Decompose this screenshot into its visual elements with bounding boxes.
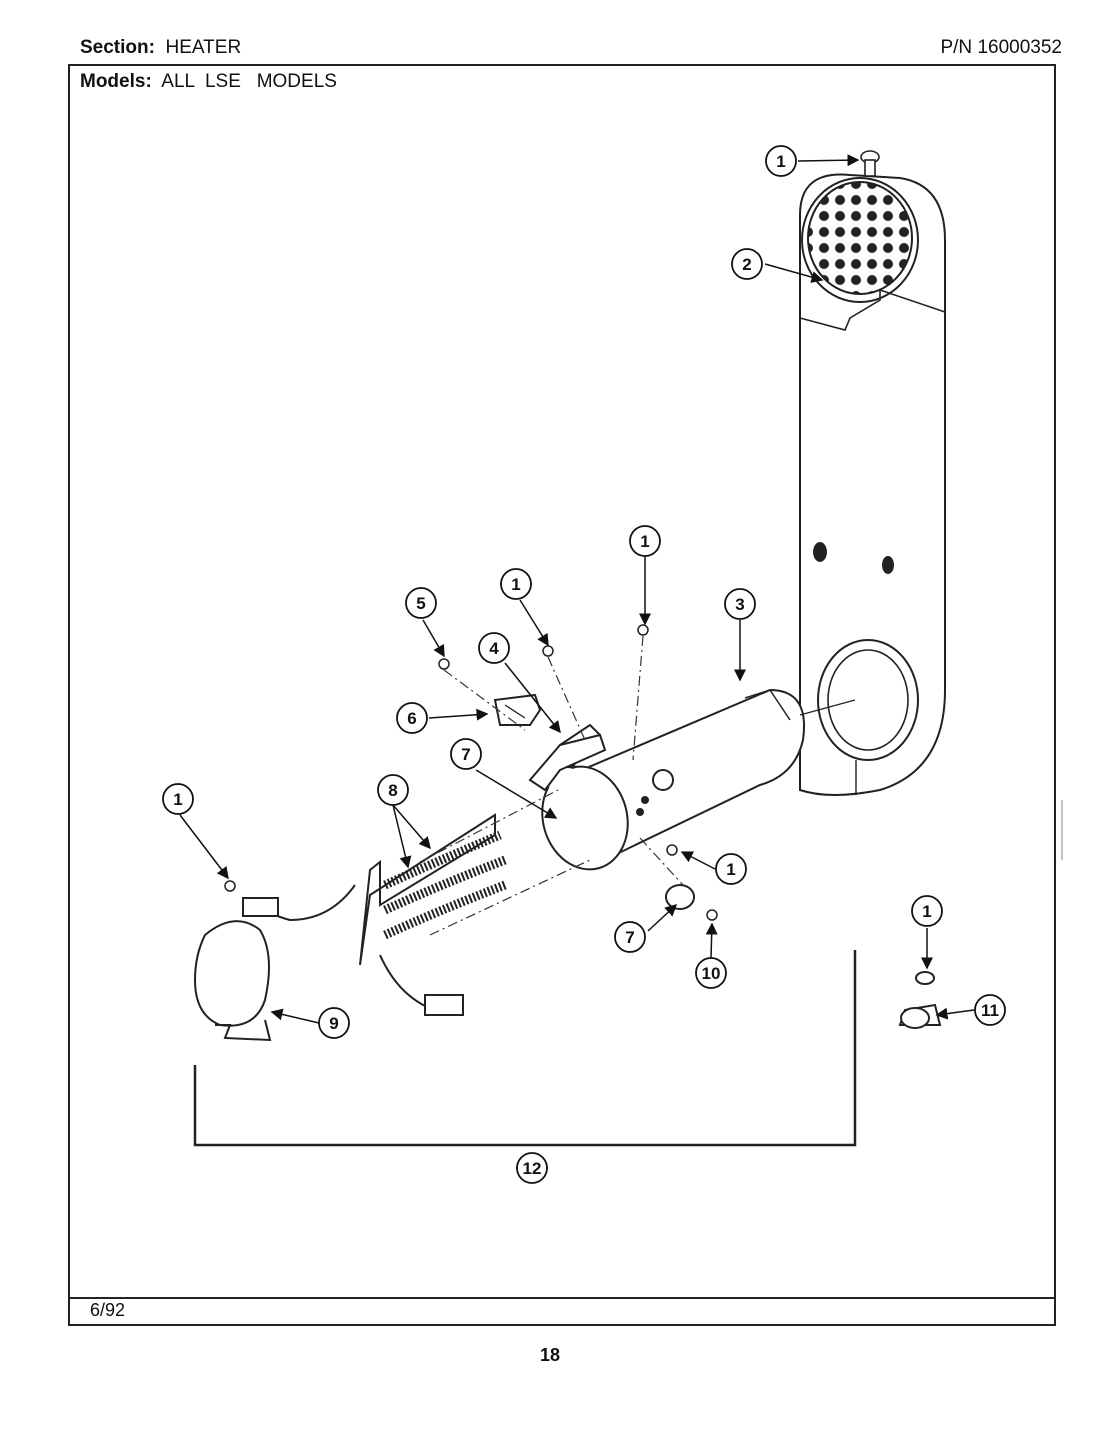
callout-1-bracket: 1 — [500, 568, 532, 600]
thermostat-block — [493, 693, 542, 726]
callout-7-lower: 7 — [614, 921, 646, 953]
svg-text:7: 7 — [461, 745, 470, 764]
callout-1-lower: 1 — [715, 853, 747, 885]
svg-text:12: 12 — [523, 1159, 542, 1178]
callout-1-right: 1 — [911, 895, 943, 927]
svg-text:6: 6 — [407, 709, 416, 728]
leader-lines — [179, 154, 975, 1024]
part-number-heading: P/N 16000352 — [940, 37, 1062, 59]
part-number-label: P/N — [940, 37, 973, 58]
assembly-bracket — [193, 950, 857, 1147]
thermal-fuse — [898, 971, 942, 1029]
svg-text:8: 8 — [388, 781, 397, 800]
svg-text:1: 1 — [922, 902, 931, 921]
svg-text:1: 1 — [726, 860, 735, 879]
svg-text:1: 1 — [640, 532, 649, 551]
heater-tube — [541, 688, 856, 871]
svg-text:2: 2 — [742, 255, 751, 274]
svg-text:7: 7 — [625, 928, 634, 947]
callout-10: 10 — [695, 957, 727, 989]
diagram-frame — [68, 64, 1056, 1326]
thermostat-bracket — [528, 723, 607, 792]
svg-text:9: 9 — [329, 1014, 338, 1033]
svg-text:4: 4 — [489, 639, 499, 658]
callout-11: 11 — [974, 994, 1006, 1026]
callout-1-tube: 1 — [629, 525, 661, 557]
models-label: Models: — [80, 71, 152, 92]
page-number: 18 — [539, 1345, 561, 1365]
footer-divider — [68, 1297, 1056, 1299]
date-code: 6/92 — [90, 1300, 126, 1320]
callout-5: 5 — [405, 587, 437, 619]
callout-1-left: 1 — [162, 783, 194, 815]
callout-8: 8 — [377, 774, 409, 806]
callout-1-top: 1 — [765, 145, 797, 177]
callout-4: 4 — [478, 632, 510, 664]
models-value: ALL LSE MODELS — [161, 71, 337, 92]
section-value: HEATER — [165, 37, 242, 58]
callout-2: 2 — [731, 248, 763, 280]
heater-duct-housing — [799, 173, 1063, 860]
thermostat-sensor — [665, 884, 695, 910]
heating-element — [242, 813, 507, 1016]
assembly-lines — [419, 635, 684, 936]
svg-text:1: 1 — [776, 152, 785, 171]
part-number-value: 16000352 — [977, 37, 1062, 58]
models-heading: Models: ALL LSE MODELS — [80, 71, 337, 93]
svg-text:11: 11 — [981, 1001, 999, 1020]
svg-text:3: 3 — [735, 595, 744, 614]
callout-3: 3 — [724, 588, 756, 620]
svg-text:10: 10 — [702, 964, 721, 983]
section-label: Section: — [80, 37, 155, 58]
section-heading: Section: HEATER — [80, 37, 241, 59]
callout-9: 9 — [318, 1007, 350, 1039]
element-end-cap — [193, 920, 272, 1042]
svg-text:1: 1 — [511, 575, 520, 594]
top-screw-icon — [860, 150, 880, 177]
small-screws — [224, 624, 718, 921]
svg-text:5: 5 — [416, 594, 425, 613]
callout-6: 6 — [396, 702, 428, 734]
callout-7-upper: 7 — [450, 738, 482, 770]
callouts: 1 2 1 3 1 5 4 6 7 8 1 1 7 10 1 11 9 12 — [162, 145, 1006, 1184]
svg-text:1: 1 — [173, 790, 182, 809]
callout-12: 12 — [516, 1152, 548, 1184]
